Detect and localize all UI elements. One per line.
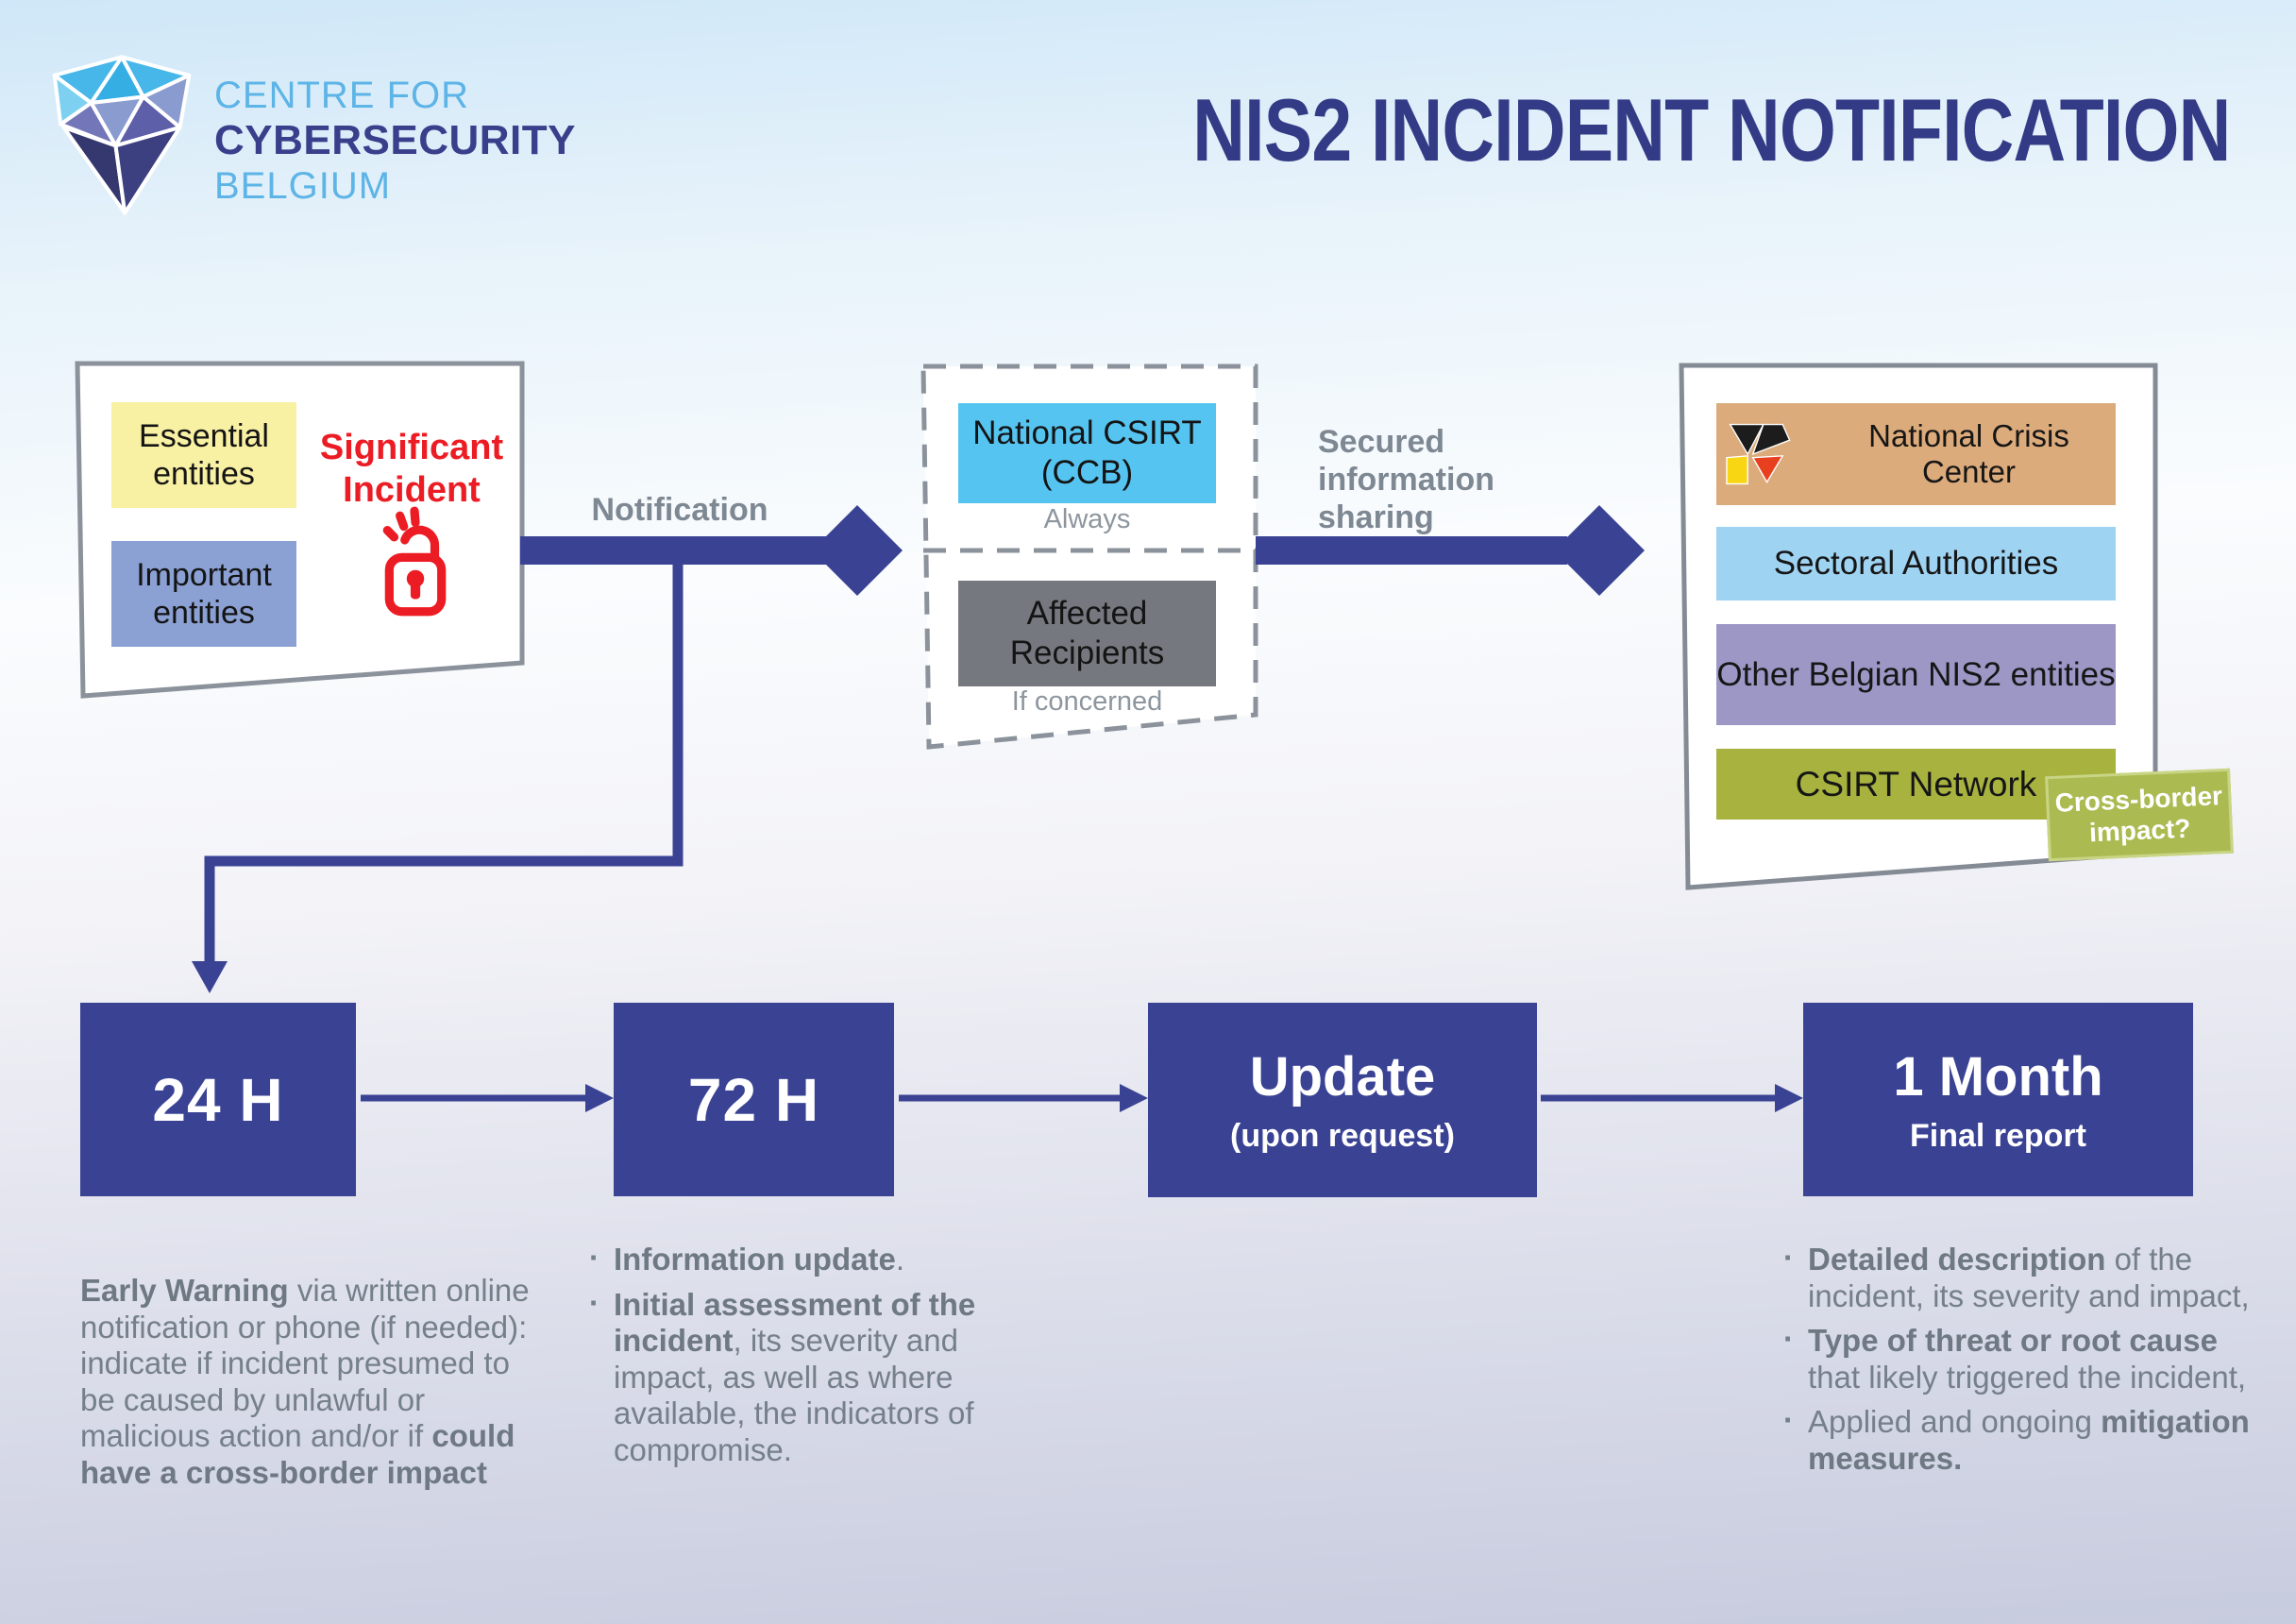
- note-1month-item-3-bold: mitigation measures.: [1808, 1404, 2250, 1476]
- bullet-icon: ·: [589, 1240, 599, 1275]
- other-nis2-entities-box: Other Belgian NIS2 entities: [1716, 624, 2116, 725]
- note-72h-item-1-bold: Information update: [614, 1242, 896, 1277]
- logo-line-1: CENTRE FOR: [214, 75, 469, 116]
- sectoral-authorities-box: Sectoral Authorities: [1716, 527, 2116, 601]
- note-24h: Early Warning via written online notific…: [80, 1273, 535, 1491]
- open-padlock-alarm-icon: [382, 506, 447, 617]
- bullet-icon: ·: [1783, 1402, 1794, 1437]
- note-1month-item-2-post: that likely triggered the incident,: [1808, 1359, 2247, 1395]
- important-entities-label: Important entities: [136, 557, 272, 631]
- note-72h-item-2-post: , its severity and impact, as well as wh…: [614, 1323, 974, 1467]
- affected-recipients-box: Affected Recipients: [958, 581, 1216, 686]
- timeline-connector-arrow: [192, 565, 684, 993]
- csirt-network-label: CSIRT Network: [1795, 764, 2037, 804]
- timeline-update-box: Update (upon request): [1148, 1003, 1537, 1197]
- timeline-72h-label: 72 H: [687, 1065, 820, 1134]
- national-crisis-center-box: National Crisis Center: [1716, 403, 2116, 505]
- timeline-1month-label: 1 Month: [1893, 1045, 2103, 1108]
- page-title: NIS2 INCIDENT NOTIFICATION: [1191, 80, 2231, 179]
- timeline-24h-box: 24 H: [80, 1003, 356, 1196]
- note-72h-item-1-post: .: [895, 1242, 904, 1277]
- cross-border-impact-label: Cross-border impact?: [2054, 781, 2223, 848]
- always-label: Always: [1043, 504, 1131, 534]
- secured-sharing-arrow: [1256, 505, 1645, 596]
- note-1month-item-2: · Type of threat or root cause that likel…: [1781, 1321, 2265, 1396]
- timeline-step-arrows: [361, 1084, 1803, 1112]
- note-1month-item-1-post: of the incident, its severity and impact…: [1808, 1242, 2250, 1313]
- essential-entities-label: Essential entities: [139, 418, 269, 492]
- ccb-shield-logo: [52, 55, 192, 215]
- affected-recipients-label: Affected Recipients: [1009, 595, 1165, 671]
- logo-line-3: BELGIUM: [214, 165, 392, 207]
- notification-arrow: [520, 505, 903, 596]
- note-72h-item-2-bold: Initial assessment of the incident: [614, 1286, 976, 1359]
- national-csirt-box: National CSIRT (CCB): [958, 403, 1216, 503]
- note-1month-list: · Detailed description of the incident, i…: [1781, 1240, 2265, 1485]
- note-1month-item-1: · Detailed description of the incident, i…: [1781, 1240, 2265, 1314]
- national-csirt-label: National CSIRT (CCB): [972, 414, 1202, 491]
- bullet-icon: ·: [589, 1284, 599, 1320]
- secured-sharing-label: Secured information sharing: [1318, 424, 1494, 535]
- timeline-1month-box: 1 Month Final report: [1803, 1003, 2193, 1196]
- bullet-icon: ·: [1783, 1321, 1794, 1356]
- note-72h-item-1: · Information update.: [587, 1240, 984, 1278]
- timeline-1month-sublabel: Final report: [1909, 1117, 2087, 1154]
- note-1month-item-3-pre: Applied and ongoing: [1808, 1404, 2102, 1439]
- significant-incident-label: Significant Incident: [319, 428, 504, 510]
- cross-border-impact-tag: Cross-border impact?: [2045, 768, 2234, 862]
- note-72h-list: · Information update. · Initial assessment…: [587, 1240, 984, 1477]
- timeline-update-sublabel: (upon request): [1230, 1118, 1455, 1154]
- notification-label: Notification: [591, 492, 768, 528]
- timeline-update-label: Update: [1249, 1046, 1436, 1108]
- timeline-72h-box: 72 H: [614, 1003, 894, 1196]
- logo-line-2: CYBERSECURITY: [214, 117, 576, 163]
- if-concerned-label: If concerned: [1011, 686, 1163, 717]
- note-1month-item-1-bold: Detailed description: [1808, 1242, 2106, 1277]
- essential-entities-box: Essential entities: [111, 402, 296, 508]
- sectoral-authorities-label: Sectoral Authorities: [1773, 545, 2059, 582]
- bullet-icon: ·: [1783, 1240, 1794, 1275]
- other-nis2-entities-label: Other Belgian NIS2 entities: [1716, 655, 2116, 693]
- national-crisis-center-label: National Crisis Center: [1868, 418, 2069, 489]
- note-24h-bold-1: Early Warning: [80, 1273, 289, 1308]
- note-24h-text: via written online notification or phone…: [80, 1273, 530, 1453]
- note-1month-item-3: · Applied and ongoing mitigation measures…: [1781, 1402, 2265, 1477]
- note-1month-item-2-bold: Type of threat or root cause: [1808, 1323, 2218, 1358]
- note-72h-item-2: · Initial assessment of the incident, its…: [587, 1284, 984, 1469]
- ccb-logo-text: CENTRE FOR CYBERSECURITY BELGIUM: [214, 74, 576, 208]
- timeline-24h-label: 24 H: [152, 1065, 284, 1134]
- national-crisis-center-logo: [1726, 423, 1791, 485]
- note-24h-bold-2: could have a cross-border impact: [80, 1418, 515, 1490]
- important-entities-box: Important entities: [111, 541, 296, 647]
